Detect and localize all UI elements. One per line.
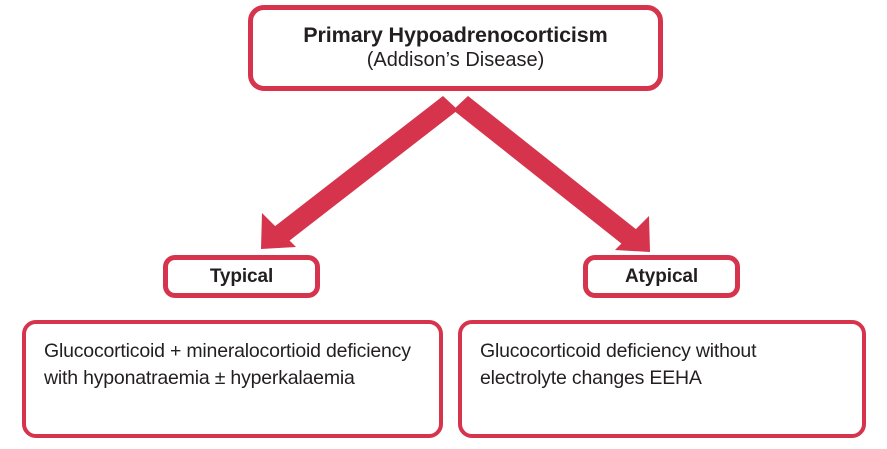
node-root-subtitle: (Addison’s Disease) (366, 49, 545, 72)
node-detail-atypical: Glucocorticoid deficiency without electr… (458, 320, 866, 438)
arrow-to-typical-icon (261, 96, 458, 249)
node-branch-typical-label: Typical (209, 265, 274, 287)
node-root-title: Primary Hypoadrenocorticism (303, 23, 608, 48)
node-detail-typical: Glucocorticoid + mineralocortioid defici… (22, 320, 443, 438)
node-primary-hypoadrenocorticism: Primary Hypoadrenocorticism (Addison’s D… (248, 5, 663, 91)
node-branch-atypical: Atypical (583, 255, 740, 298)
arrow-to-atypical-icon (453, 96, 650, 252)
node-detail-atypical-text: Glucocorticoid deficiency without electr… (480, 340, 757, 389)
node-branch-typical: Typical (163, 255, 320, 298)
node-branch-atypical-label: Atypical (624, 265, 699, 287)
node-detail-typical-text: Glucocorticoid + mineralocortioid defici… (44, 340, 411, 389)
